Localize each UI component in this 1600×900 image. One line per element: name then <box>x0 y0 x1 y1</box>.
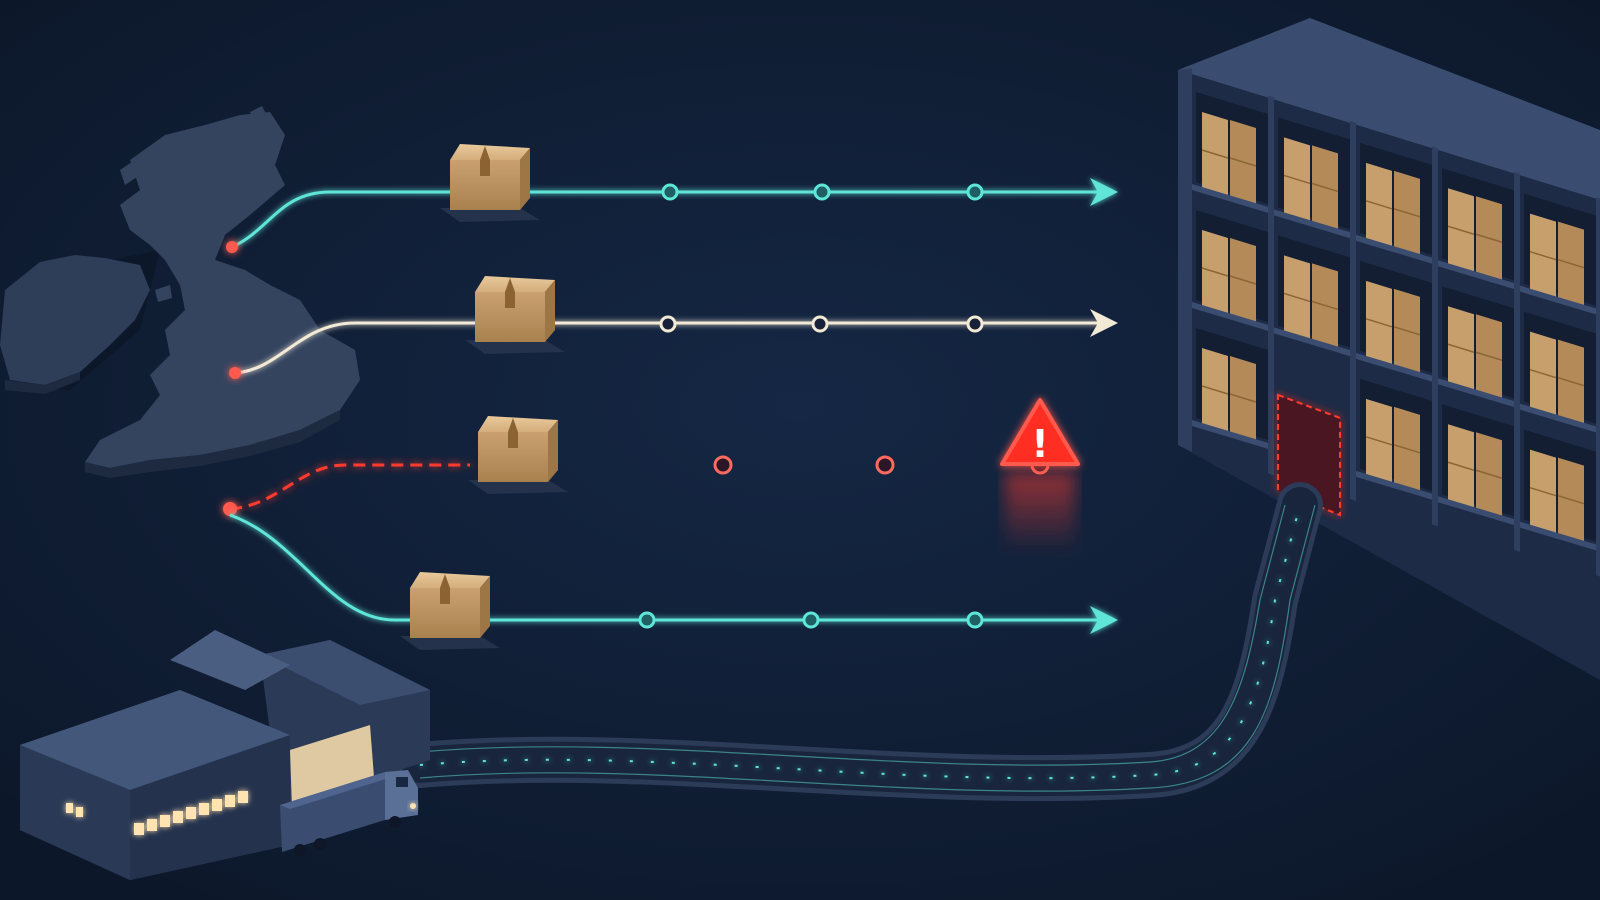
rack-shelves <box>1192 92 1600 577</box>
building-windows <box>66 791 248 835</box>
waypoint <box>661 183 679 201</box>
waypoint <box>802 611 820 629</box>
route-1-line <box>231 190 1100 249</box>
rack-box-seam <box>1283 292 1311 303</box>
rack-shelf <box>1520 285 1600 316</box>
rack-box-seam <box>1283 174 1311 185</box>
rack-box-seam <box>1475 351 1503 361</box>
warning-symbol: ! <box>1031 422 1048 466</box>
warehouse-rack-icon <box>1178 18 1600 680</box>
route-3: ! <box>223 398 1260 552</box>
rack-box-seam <box>1229 157 1257 167</box>
route-4 <box>229 513 1118 634</box>
waypoint <box>813 183 831 201</box>
rack-box-seam <box>1557 376 1585 387</box>
rack-shelf <box>1438 260 1518 291</box>
origin-dot <box>223 502 237 516</box>
route-3-dashed-start <box>229 463 470 511</box>
parcel-box-icon <box>465 276 565 354</box>
rack-box-seam <box>1311 182 1339 193</box>
origin-dot <box>226 241 238 253</box>
rack-shelf <box>1356 234 1436 265</box>
rack-box-seam <box>1475 233 1503 243</box>
distribution-center-icon <box>20 630 430 880</box>
rack-shelf <box>1274 209 1354 240</box>
rack-box-seam <box>1475 469 1503 479</box>
arrow-head-icon <box>1090 178 1118 206</box>
rack-box-seam <box>1365 200 1393 210</box>
rack-box-seam <box>1229 275 1257 285</box>
rack-box-seam <box>1393 326 1421 336</box>
rack-box-seam <box>1557 494 1585 505</box>
rack-box-seam <box>1393 208 1421 218</box>
rack-shelf <box>1438 496 1518 527</box>
rack-box-seam <box>1447 225 1475 235</box>
rack-box-seam <box>1393 444 1421 454</box>
waypoint <box>659 315 677 333</box>
rack-box-seam <box>1529 486 1557 497</box>
rack-post <box>1350 120 1356 501</box>
rack-shelf <box>1192 302 1272 332</box>
rack-post <box>1432 146 1438 527</box>
warning-reflection <box>1005 472 1075 552</box>
rack-shelf <box>1192 420 1272 450</box>
route-1 <box>226 178 1118 253</box>
arrow-head-icon <box>1090 309 1118 337</box>
warning-triangle-icon: ! <box>1000 398 1080 466</box>
rack-shelf <box>1274 327 1354 358</box>
rack-box-seam <box>1201 385 1229 395</box>
rack-box-seam <box>1229 393 1257 403</box>
waypoint <box>638 611 656 629</box>
rack-box-seam <box>1447 343 1475 353</box>
rack-shelf <box>1356 470 1436 501</box>
waypoint <box>713 455 733 475</box>
rack-shelf <box>1520 403 1600 434</box>
rack-post <box>1268 95 1274 476</box>
waypoint <box>966 183 984 201</box>
rack-post <box>1514 171 1520 552</box>
route-4-line <box>229 513 1100 622</box>
parcel-box-icon <box>440 144 540 222</box>
parcel-box-icon <box>400 572 500 650</box>
truck-icon <box>280 770 418 856</box>
origin-dot <box>229 367 241 379</box>
rack-shelf <box>1438 378 1518 409</box>
route-2 <box>229 309 1118 379</box>
rack-post <box>1596 197 1600 577</box>
arrow-head-icon <box>1090 606 1118 634</box>
rack-shelf <box>1520 521 1600 552</box>
rack-box-seam <box>1365 318 1393 328</box>
rack-box-seam <box>1311 300 1339 311</box>
map-uk-ireland-icon <box>0 106 360 478</box>
parcel-box-icon <box>468 416 568 494</box>
waypoint <box>966 611 984 629</box>
waypoint <box>811 315 829 333</box>
waypoint <box>875 455 895 475</box>
waypoint <box>966 315 984 333</box>
rack-box-seam <box>1529 368 1557 379</box>
conveyor-path <box>397 482 1323 802</box>
rack-box-seam <box>1201 267 1229 277</box>
rack-shelf <box>1192 184 1272 214</box>
rack-shelf <box>1356 352 1436 383</box>
rack-box-seam <box>1529 250 1557 261</box>
route-2-line <box>234 321 1100 375</box>
rack-box-seam <box>1557 258 1585 269</box>
rack-box-seam <box>1365 436 1393 446</box>
rack-box-seam <box>1447 461 1475 471</box>
rack-box-seam <box>1201 149 1229 159</box>
